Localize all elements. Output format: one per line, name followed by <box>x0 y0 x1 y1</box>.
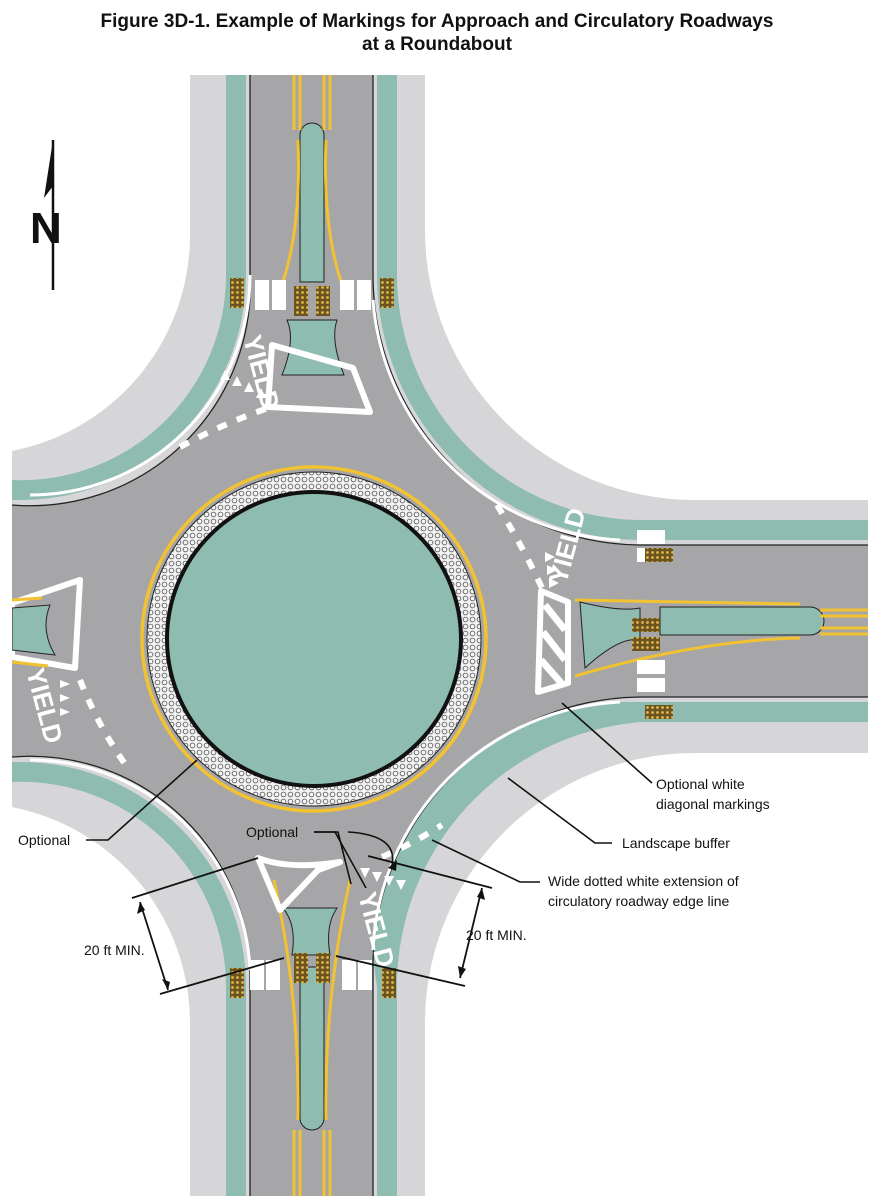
splitter-island-east-nose <box>659 606 825 636</box>
dimension-label-right: 20 ft MIN. <box>466 927 527 943</box>
callout-landscape-buffer: Landscape buffer <box>622 835 730 851</box>
yellow-apron-edge-line <box>140 465 488 813</box>
splitter-island-west <box>12 604 56 656</box>
splitter-outline-north <box>265 342 373 415</box>
dotted-extension-west <box>77 678 131 770</box>
dimension-label-left: 20 ft MIN. <box>84 942 145 958</box>
splitter-island-south-nose <box>299 966 325 1131</box>
callout-optional-left: Optional <box>18 832 70 848</box>
north-arrow-icon <box>44 140 55 290</box>
dotted-extension-east <box>494 503 545 590</box>
splitter-island-north-nose <box>299 122 325 283</box>
callout-diagonal-line1: Optional white <box>656 776 745 792</box>
callout-dotted-line1: Wide dotted white extension of <box>548 873 739 889</box>
splitter-outline-south <box>255 855 343 913</box>
north-letter: N <box>30 204 62 253</box>
callout-diagonal-line2: diagonal markings <box>656 796 770 812</box>
callout-optional-south: Optional <box>246 824 298 840</box>
figure-title: Figure 3D-1. Example of Markings for App… <box>0 10 874 56</box>
dotted-extension-south <box>380 822 444 860</box>
figure-title-line2: at a Roundabout <box>362 34 512 55</box>
central-island <box>165 490 463 788</box>
figure-title-line1: Figure 3D-1. Example of Markings for App… <box>100 11 774 32</box>
dotted-extension-north <box>178 405 270 450</box>
callout-dotted-line2: circulatory roadway edge line <box>548 893 730 909</box>
